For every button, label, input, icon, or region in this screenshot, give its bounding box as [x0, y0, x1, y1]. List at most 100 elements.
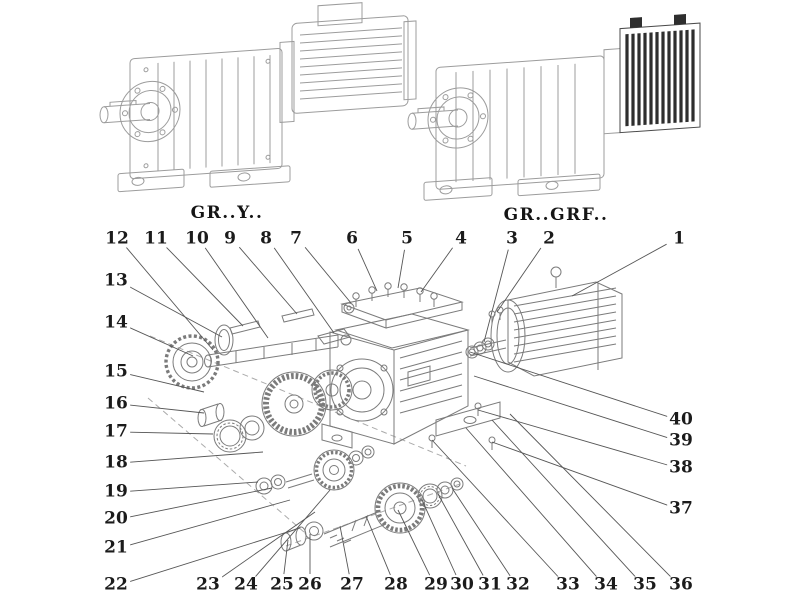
alignment-axes	[147, 335, 467, 547]
side-plate	[317, 328, 351, 345]
part-callout-33: 33	[554, 574, 582, 595]
motor-shaft-stub	[469, 339, 507, 357]
leader-line-3	[483, 249, 509, 343]
leader-line-35	[491, 419, 636, 578]
motor-body	[507, 281, 623, 377]
leader-line-14	[128, 326, 194, 357]
part-callout-17: 17	[102, 421, 130, 442]
output-shaft	[323, 510, 387, 548]
part-callout-21: 21	[102, 537, 130, 558]
leader-line-39	[473, 375, 668, 439]
leader-line-2	[496, 247, 542, 313]
leader-line-33	[431, 439, 559, 578]
toothed-ring	[164, 334, 220, 390]
output-flange-rings	[164, 324, 234, 390]
part-callout-23: 23	[194, 574, 222, 595]
part-callout-38: 38	[667, 457, 695, 478]
part-callout-27: 27	[338, 574, 366, 595]
output-shaft-assembly	[280, 477, 464, 552]
leader-line-4	[420, 247, 453, 293]
exploded-view	[147, 266, 623, 552]
housing-top-face	[334, 313, 470, 349]
housing-fins	[399, 340, 463, 414]
part-callout-5: 5	[399, 228, 415, 249]
leader-line-16	[129, 404, 205, 414]
part-callout-6: 6	[344, 228, 360, 249]
output-flange	[119, 80, 181, 143]
shaft-key	[229, 320, 261, 335]
bearing-set-left	[197, 403, 265, 453]
intermediate-gear-set	[255, 445, 375, 495]
part-callout-3: 3	[504, 228, 520, 249]
part-callout-35: 35	[631, 574, 659, 595]
gear-housing-exploded	[317, 287, 501, 450]
part-callout-10: 10	[183, 228, 211, 249]
leader-line-18	[129, 451, 264, 463]
gearbox-housing	[435, 55, 605, 190]
motor-fins	[513, 287, 617, 363]
part-callout-1: 1	[671, 228, 687, 249]
part-callout-26: 26	[296, 574, 324, 595]
part-callout-30: 30	[448, 574, 476, 595]
leader-line-7	[304, 247, 352, 304]
housing-side-face	[393, 329, 469, 445]
leader-line-22	[129, 527, 301, 583]
leader-line-32	[451, 487, 511, 577]
motor-body	[291, 15, 409, 114]
part-callout-18: 18	[102, 452, 130, 473]
part-callout-34: 34	[592, 574, 620, 595]
leader-line-15	[129, 373, 205, 393]
output-flange	[427, 87, 489, 149]
motor-adapter	[279, 40, 295, 123]
bearing	[213, 419, 247, 453]
leader-line-30	[421, 499, 457, 576]
spacer-sleeve	[197, 409, 207, 427]
part-callout-22: 22	[102, 574, 130, 595]
bearing	[417, 483, 443, 509]
brake-tab	[674, 14, 686, 25]
washer	[304, 521, 324, 541]
terminal-box	[317, 2, 363, 27]
part-callout-12: 12	[103, 228, 131, 249]
mounting-foot	[209, 165, 291, 188]
leader-line-11	[165, 246, 244, 327]
cover-bolts	[343, 282, 438, 314]
part-callout-15: 15	[102, 361, 130, 382]
shaft-key	[281, 308, 315, 323]
part-callout-4: 4	[453, 228, 469, 249]
leader-line-29	[397, 509, 431, 576]
leader-line-37	[491, 441, 668, 506]
part-callout-31: 31	[476, 574, 504, 595]
leader-line-13	[128, 285, 223, 338]
model-label-gr-y: GR..Y..	[190, 203, 264, 223]
leader-line-9	[238, 246, 298, 315]
leader-line-21	[129, 499, 291, 546]
housing-bore	[330, 358, 394, 422]
leader-line-1	[571, 243, 667, 297]
mounting-foot	[321, 423, 353, 449]
helical-gear-large	[261, 369, 353, 437]
leader-line-5	[397, 249, 405, 289]
motor-fins	[300, 27, 402, 100]
leader-line-25	[283, 539, 289, 575]
model-label-gr-grf: GR..GRF..	[503, 205, 609, 225]
housing-fins	[157, 55, 271, 171]
mounting-foot	[517, 173, 601, 197]
leader-line-10	[204, 247, 269, 339]
part-callout-36: 36	[667, 574, 695, 595]
brake-block	[619, 22, 701, 134]
part-callout-37: 37	[667, 498, 695, 519]
part-callout-7: 7	[288, 228, 304, 249]
output-gear	[374, 482, 426, 534]
gear-medium	[311, 369, 353, 411]
leader-lines	[125, 243, 672, 583]
eye-bolt	[550, 266, 562, 278]
part-callout-11: 11	[142, 228, 170, 249]
leader-line-31	[437, 493, 484, 576]
part-callout-29: 29	[422, 574, 450, 595]
part-callout-39: 39	[667, 430, 695, 451]
leader-line-40	[469, 351, 668, 418]
housing-cover	[340, 287, 464, 321]
